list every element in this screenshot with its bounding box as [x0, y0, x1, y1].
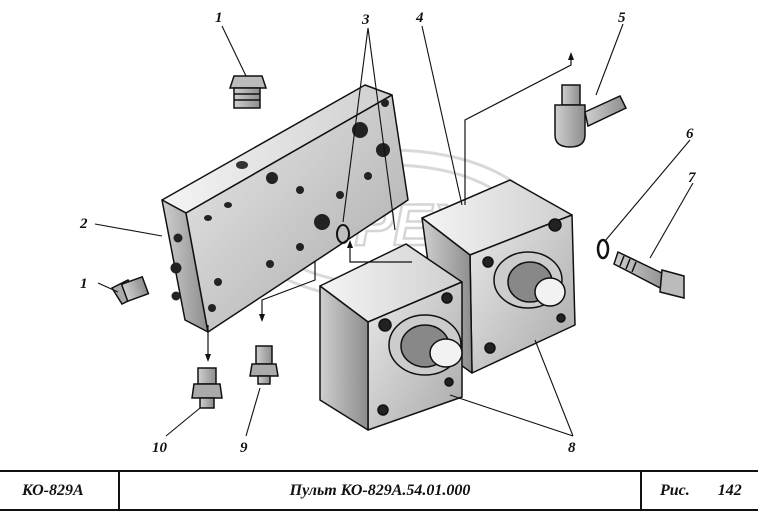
assembly-arrows [205, 52, 574, 362]
fitting-9 [249, 345, 279, 385]
callout-1-left: 1 [80, 276, 88, 292]
callout-7: 7 [688, 170, 696, 186]
cylinder-block-front [319, 243, 463, 431]
callout-10: 10 [152, 440, 168, 456]
callout-2: 2 [79, 216, 88, 232]
fitting-10 [191, 367, 223, 409]
retaining-ring [596, 238, 610, 260]
elbow-fitting [554, 84, 628, 148]
drawing-title: Пульт КО-829А.54.01.000 [120, 472, 642, 509]
leader-lines [94, 23, 694, 437]
figure-reference: Рис. 142 [642, 472, 758, 509]
figure-number: 142 [717, 481, 742, 499]
exploded-assembly-diagram: OPEX [79, 10, 696, 456]
model-code: КО-829А [0, 472, 120, 509]
base-plate [161, 84, 409, 333]
callout-3: 3 [361, 12, 370, 28]
plug-left [110, 275, 150, 305]
title-block: КО-829А Пульт КО-829А.54.01.000 Рис. 142 [0, 470, 758, 511]
callout-9: 9 [240, 440, 248, 456]
callout-4: 4 [415, 10, 424, 26]
figure-label: Рис. [660, 481, 690, 499]
bolt [613, 250, 685, 299]
plug-top [228, 75, 268, 109]
callout-1-top: 1 [215, 10, 223, 26]
callout-8: 8 [568, 440, 576, 456]
callout-5: 5 [618, 10, 626, 26]
callout-6: 6 [686, 126, 694, 142]
